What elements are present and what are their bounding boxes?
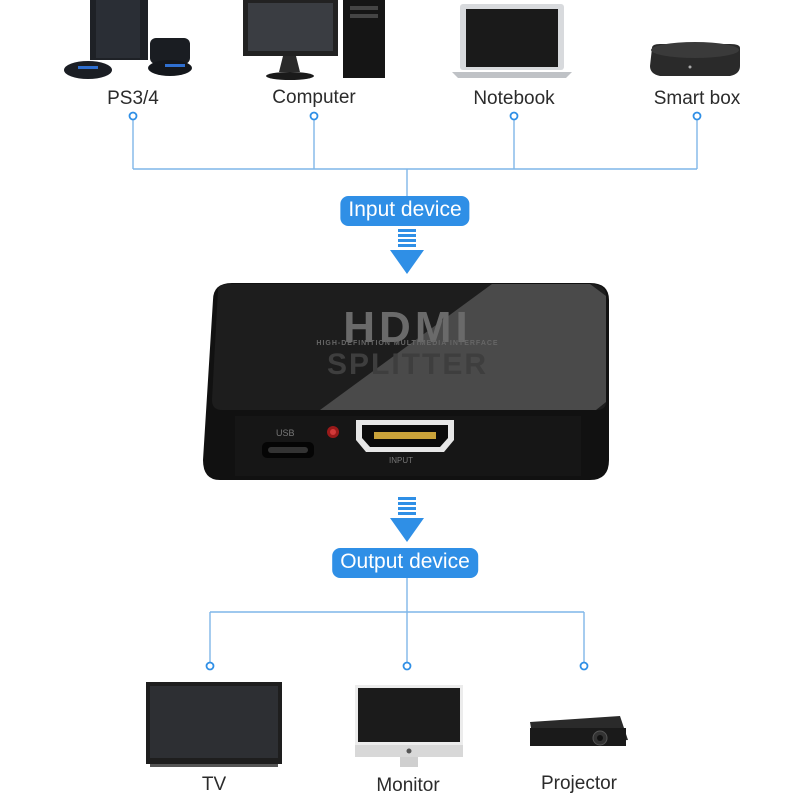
input-port-label: INPUT [389,456,413,465]
output-caption-monitor: Monitor [376,775,440,796]
output-connector-lines [209,578,585,666]
laptop-icon [452,4,572,78]
monitor-icon [355,685,463,767]
game-console-icon [64,0,192,79]
input-caption-computer: Computer [272,87,356,108]
tv-icon [146,682,282,767]
output-node-tv [205,661,215,671]
hdmi-splitter-device [203,283,609,480]
input-caption-smartbox: Smart box [653,88,741,109]
hdmi-logo-subtitle: HIGH-DEFINITION MULTIMEDIA INTERFACE [316,340,499,347]
input-caption-notebook: Notebook [473,88,555,109]
output-caption-tv: TV [201,774,227,795]
output-caption-projector: Projector [540,773,618,794]
input-node-notebook [509,111,519,121]
device-name: SPLITTER [326,348,488,381]
output-node-monitor [402,661,412,671]
input-connector-lines [132,116,698,197]
input-caption-ps: PS3/4 [107,88,159,109]
desktop-computer-icon [243,0,385,80]
input-node-smartbox [692,111,702,121]
projector-icon [530,716,628,746]
output-node-projector [579,661,589,671]
input-device-label: Input device [340,196,470,226]
usb-port-label: USB [276,428,295,438]
hdmi-logo: HDMI [343,303,472,352]
input-node-computer [309,111,319,121]
input-node-ps [128,111,138,121]
down-arrow-icon [390,229,424,274]
output-device-label: Output device [332,548,478,578]
down-arrow-icon [390,497,424,542]
tv-box-icon [650,42,740,76]
